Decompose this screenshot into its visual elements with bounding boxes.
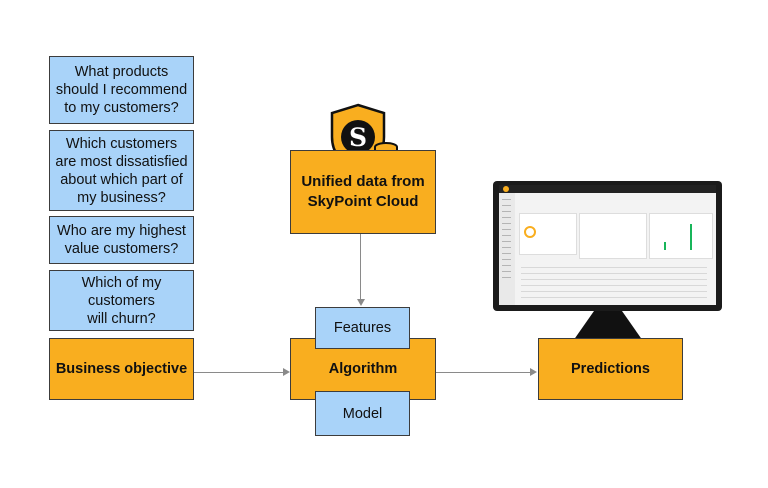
question-churn: Which of my customers will churn?	[49, 270, 194, 331]
model-box: Model	[315, 391, 410, 436]
arrowhead-down	[357, 299, 365, 306]
features-box: Features	[315, 307, 410, 349]
unified-data-box: Unified data from SkyPoint Cloud	[290, 150, 436, 234]
predictions-box: Predictions	[538, 338, 683, 400]
arrowhead-right	[283, 368, 290, 376]
arrow-objective-to-algorithm	[194, 372, 283, 373]
monitor-icon	[493, 181, 722, 311]
arrowhead-right	[530, 368, 537, 376]
question-highest-value: Who are my highest value customers?	[49, 216, 194, 264]
dashboard-card-chart	[649, 213, 713, 259]
dashboard-screenshot	[499, 185, 716, 305]
arrow-algorithm-to-predictions	[436, 372, 530, 373]
logo-letter: S	[349, 123, 367, 152]
dashboard-sidebar	[499, 193, 515, 305]
business-objective-box: Business objective	[49, 338, 194, 400]
dashboard-card-metrics	[579, 213, 647, 259]
dashboard-card-score	[519, 213, 577, 255]
question-dissatisfied-customers: Which customers are most dissatisfied ab…	[49, 130, 194, 211]
question-recommend-products: What products should I recommend to my c…	[49, 56, 194, 124]
algorithm-label: Algorithm	[328, 360, 398, 377]
monitor-stand	[573, 311, 643, 341]
dashboard-topbar	[499, 185, 716, 193]
arrow-data-to-features	[360, 234, 361, 300]
